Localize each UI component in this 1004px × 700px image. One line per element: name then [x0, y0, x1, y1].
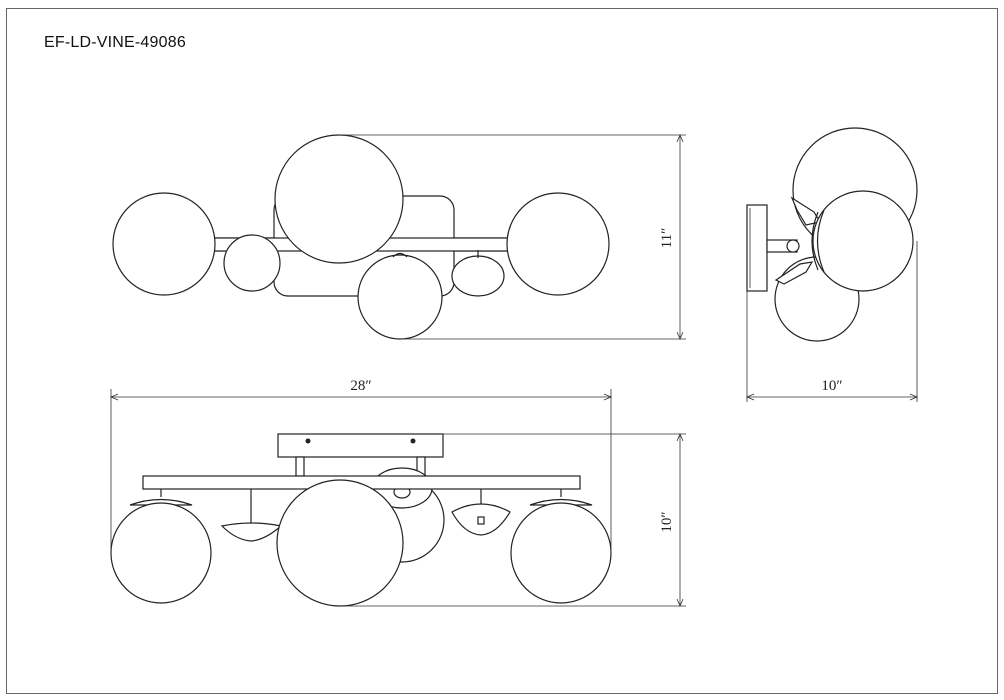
front-view-canopy-screw-left: [305, 438, 311, 444]
front-view-height-dimension: 10″: [340, 432, 686, 608]
top-view-depth-dimension: 11″: [339, 133, 686, 341]
front-view-cap-left: [129, 498, 193, 506]
side-view-fitter-upper: [790, 196, 821, 226]
top-view-cup-right: [451, 255, 505, 297]
top-view-globe-front-cap: [392, 252, 408, 258]
top-view-depth-label: 11″: [659, 228, 675, 249]
side-view-globe-front: [812, 190, 914, 292]
model-number-title: EF-LD-VINE-49086: [44, 34, 186, 51]
side-view-joint: [786, 239, 800, 253]
front-view-cap-right: [529, 498, 593, 506]
front-view: [110, 433, 612, 607]
front-view-width-label: 28″: [350, 378, 371, 394]
top-view: [112, 134, 610, 340]
top-view-globe-right: [506, 192, 610, 296]
side-view: [746, 127, 918, 342]
side-view-depth-label: 10″: [821, 378, 842, 394]
front-view-globe-left: [110, 502, 212, 604]
top-view-globe-front: [357, 254, 443, 340]
front-view-cup-left: [220, 522, 283, 542]
top-view-globe-left: [112, 192, 216, 296]
top-view-cup-left: [223, 234, 281, 292]
front-view-globe-center: [276, 479, 404, 607]
front-view-width-dimension: 28″: [109, 378, 613, 553]
front-view-post-left: [295, 456, 305, 477]
top-view-globe-center: [274, 134, 404, 264]
sheet-border: [6, 8, 998, 694]
front-view-canopy: [277, 433, 444, 458]
side-view-fitter-lower: [774, 261, 814, 285]
side-view-depth-dimension: 10″: [745, 241, 919, 402]
front-view-globe-right: [510, 502, 612, 604]
front-view-height-label: 10″: [659, 511, 675, 532]
side-view-globe-front-cap: [811, 211, 819, 271]
front-view-canopy-screw-right: [410, 438, 416, 444]
